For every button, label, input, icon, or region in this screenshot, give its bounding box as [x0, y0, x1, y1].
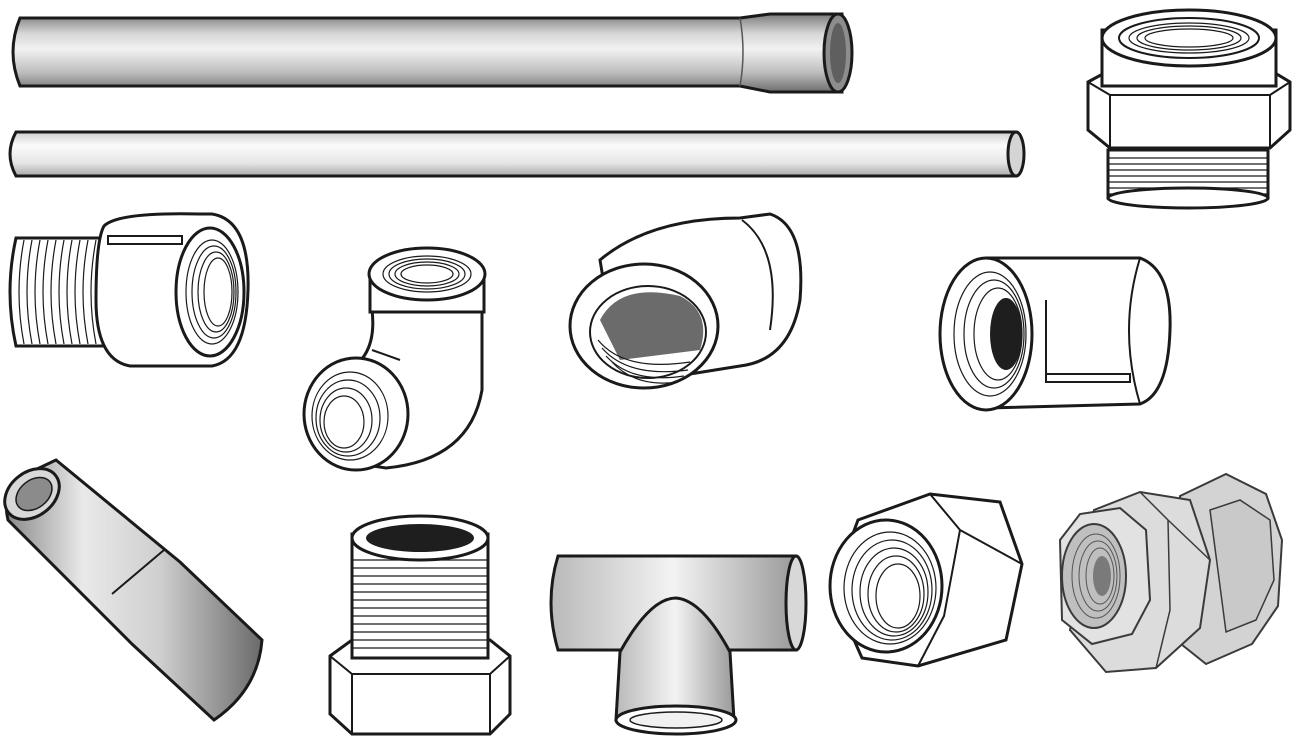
45-degree-elbow	[568, 212, 803, 390]
straight-pipe	[8, 130, 1026, 178]
tee-fitting	[549, 554, 808, 736]
pipe-with-swaged-end	[11, 12, 854, 94]
hex-bushing-nipple	[1086, 8, 1292, 210]
reducing-coupling	[8, 212, 250, 368]
hex-head-nipple	[328, 514, 512, 736]
pipe-union	[1040, 458, 1297, 708]
straight-coupling	[938, 256, 1172, 412]
hex-nut-fitting	[828, 492, 1024, 668]
90-degree-elbow	[302, 246, 487, 472]
angled-reducer-pipe	[3, 458, 264, 722]
